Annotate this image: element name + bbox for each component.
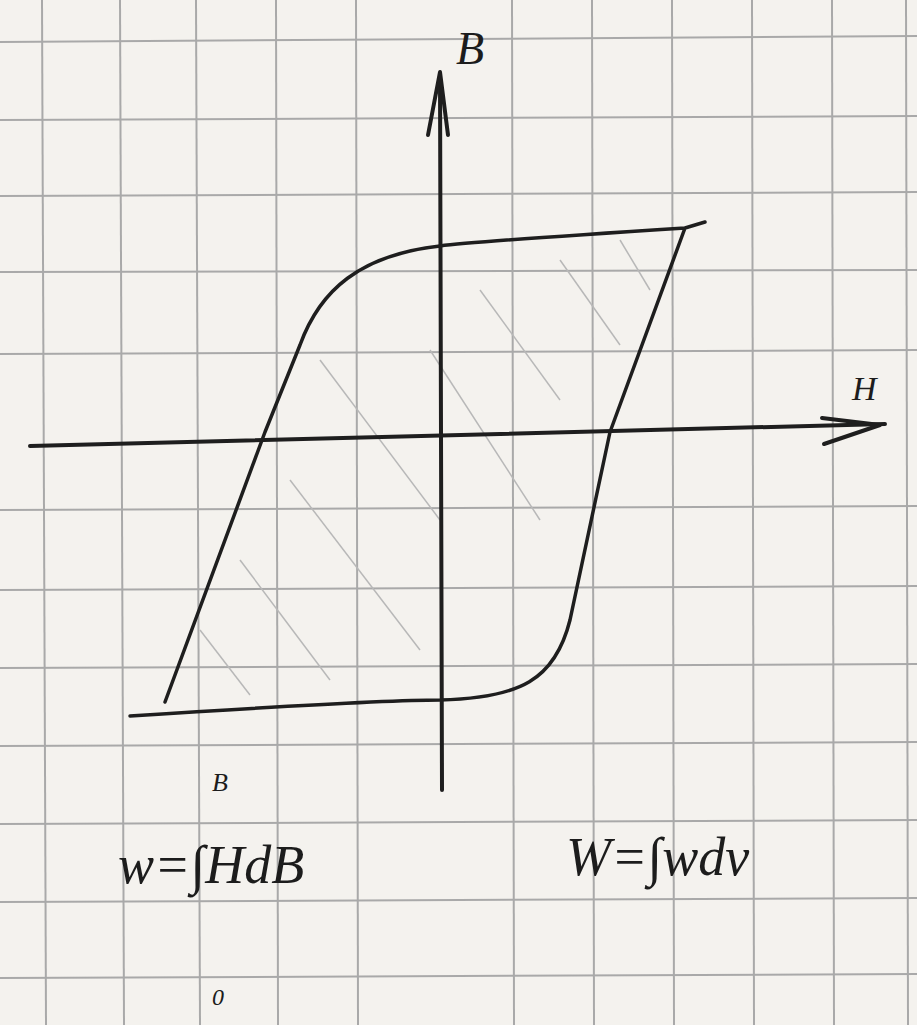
hysteresis-loop [130,222,705,716]
axes [30,72,885,790]
integral-limit: B [212,770,228,796]
integral-limit: 0 [212,985,224,1009]
formula: W=∫wdv [566,830,749,884]
hatching [200,240,650,695]
axis-label: H [852,372,877,406]
axis-label: B [456,26,484,72]
formula: w=∫HdB [118,838,304,892]
